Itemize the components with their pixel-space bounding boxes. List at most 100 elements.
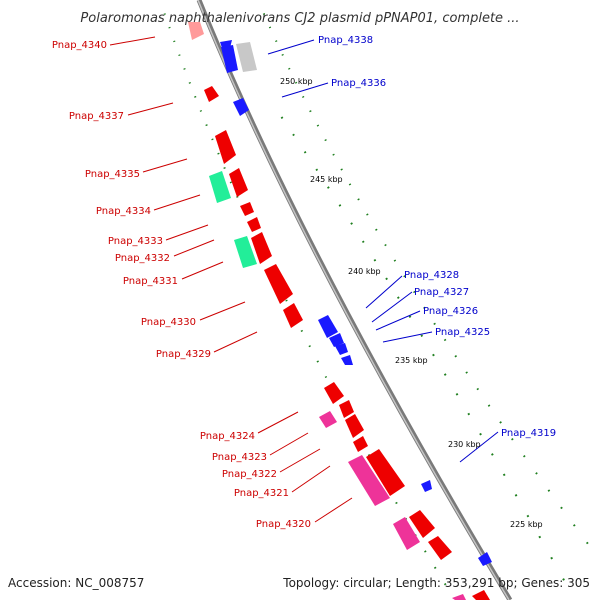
gene-4326-blue: [335, 343, 348, 355]
leader-4327: [371, 291, 413, 323]
track-dot: [443, 583, 447, 586]
track-dot: [205, 124, 208, 127]
label-pnap-4336[interactable]: Pnap_4336: [331, 78, 386, 89]
label-pnap-4331[interactable]: Pnap_4331: [123, 276, 178, 287]
accession-label: Accession: NC_008757: [8, 576, 144, 590]
leader-lines: [109, 36, 499, 523]
track-dot: [211, 138, 214, 141]
gene-4322-red: [353, 436, 368, 452]
track-dot: [523, 454, 526, 458]
label-pnap-4328[interactable]: Pnap_4328: [404, 270, 459, 281]
track-dot: [479, 432, 482, 436]
label-pnap-4319[interactable]: Pnap_4319: [501, 428, 556, 439]
track-dot: [491, 453, 494, 456]
label-pnap-4334[interactable]: Pnap_4334: [96, 206, 151, 217]
gene-4320-pink: [393, 517, 420, 550]
gene-4338-blue: [221, 45, 238, 73]
kbp-label-235: 235 kbp: [395, 356, 428, 365]
track-dot: [396, 296, 400, 299]
track-dot: [385, 277, 388, 281]
label-pnap-4335[interactable]: Pnap_4335: [85, 169, 140, 180]
gene-4321-red: [366, 449, 405, 496]
label-pnap-4324[interactable]: Pnap_4324: [200, 431, 255, 442]
track-dot: [562, 578, 565, 581]
gene-4329-red: [283, 303, 303, 328]
track-dot: [550, 556, 553, 560]
label-pnap-4326[interactable]: Pnap_4326: [423, 306, 478, 317]
label-pnap-4340[interactable]: Pnap_4340: [52, 40, 107, 51]
label-pnap-4337[interactable]: Pnap_4337: [69, 111, 124, 122]
track-dot: [487, 404, 491, 407]
kbp-label-225: 225 kbp: [510, 520, 543, 529]
track-dot: [373, 258, 377, 262]
track-dot: [514, 494, 518, 497]
track-dot: [280, 116, 284, 119]
track-dot: [324, 139, 327, 142]
leader-4326: [375, 310, 421, 331]
track-dot: [499, 421, 502, 424]
gene-4327-blue: [329, 333, 344, 347]
track-dot: [324, 375, 328, 379]
gene-4336-arrow: [233, 98, 249, 116]
leader-4329: [213, 331, 258, 353]
gene-4331-red: [251, 232, 272, 264]
label-pnap-4338[interactable]: Pnap_4338: [318, 35, 373, 46]
track-dot: [357, 198, 360, 201]
gene-4323-red: [345, 414, 364, 438]
gene-labels: Pnap_4340 Pnap_4338 Pnap_4336 Pnap_4337 …: [52, 35, 556, 530]
leader-4319: [459, 431, 499, 463]
track-dot: [361, 240, 365, 244]
track-dot: [433, 322, 436, 326]
leader-4322: [279, 448, 321, 473]
track-dot: [547, 489, 551, 492]
leader-4340: [109, 36, 156, 46]
track-dot: [420, 334, 424, 338]
track-dot: [229, 181, 233, 184]
track-dot: [294, 81, 298, 84]
track-dot: [502, 473, 506, 477]
track-dot: [511, 438, 514, 441]
gene-4319-blue: [421, 480, 432, 492]
gene-bottom-pink: [452, 594, 466, 600]
label-pnap-4321[interactable]: Pnap_4321: [234, 488, 289, 499]
gene-4328-blue: [318, 315, 338, 338]
track-dot: [476, 387, 480, 391]
track-dot: [467, 412, 471, 416]
track-dot: [327, 186, 330, 189]
track-dot: [424, 550, 427, 553]
track-dot: [423, 306, 426, 310]
leader-4324: [257, 411, 299, 434]
gene-4324-red-a: [324, 382, 344, 404]
leader-4323: [269, 432, 309, 456]
label-pnap-4325[interactable]: Pnap_4325: [435, 327, 490, 338]
gene-4337-arrow: [204, 86, 219, 102]
leader-4336: [281, 82, 329, 98]
gene-4325-blue: [341, 355, 353, 365]
track-dot: [413, 290, 416, 294]
kbp-label-240: 240 kbp: [348, 267, 381, 276]
label-pnap-4332[interactable]: Pnap_4332: [115, 253, 170, 264]
track-dot: [443, 338, 447, 342]
label-pnap-4322[interactable]: Pnap_4322: [222, 469, 277, 480]
label-pnap-4320[interactable]: Pnap_4320: [256, 519, 311, 530]
track-dot: [303, 151, 307, 154]
label-pnap-4333[interactable]: Pnap_4333: [108, 236, 163, 247]
leader-4337: [127, 102, 174, 116]
track-dot: [395, 501, 398, 505]
track-dot: [454, 355, 458, 358]
track-dot: [348, 183, 352, 186]
track-dot: [292, 133, 295, 137]
label-pnap-4330[interactable]: Pnap_4330: [141, 317, 196, 328]
track-dot: [217, 152, 220, 155]
label-pnap-4327[interactable]: Pnap_4327: [414, 287, 469, 298]
label-pnap-4329[interactable]: Pnap_4329: [156, 349, 211, 360]
track-dot: [408, 315, 412, 318]
kbp-scale-labels: 250 kbp 245 kbp 240 kbp 235 kbp 230 kbp …: [280, 77, 543, 529]
track-dot: [194, 95, 197, 98]
track-dot: [340, 168, 343, 171]
track-dot: [332, 153, 335, 156]
track-dot: [443, 373, 447, 376]
track-dot: [316, 360, 319, 363]
label-pnap-4323[interactable]: Pnap_4323: [212, 452, 267, 463]
